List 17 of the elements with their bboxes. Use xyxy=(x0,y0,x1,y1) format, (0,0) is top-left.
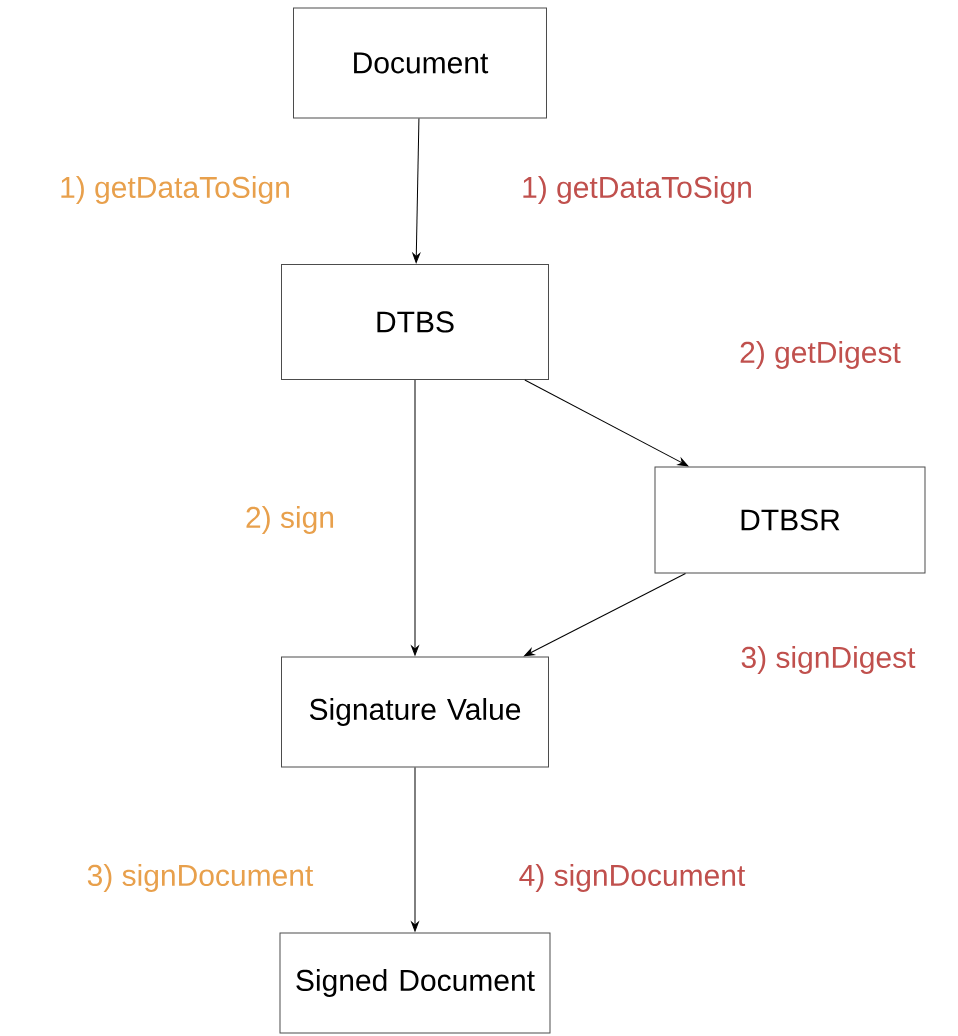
process-box: Signed Document xyxy=(279,932,551,1034)
step-label: 2) getDigest xyxy=(740,341,901,369)
step-label: 4) signDocument xyxy=(519,864,746,892)
arrow xyxy=(412,118,421,264)
process-box: Signature Value xyxy=(281,656,549,768)
arrow xyxy=(524,573,686,657)
step-label: 2) sign xyxy=(246,506,334,534)
process-box: DTBSR xyxy=(654,466,926,574)
step-label: 1) getDataToSign xyxy=(523,176,751,204)
arrow xyxy=(411,379,419,656)
arrow xyxy=(411,767,419,932)
step-label: 1) getDataToSign xyxy=(61,176,289,204)
step-label: 3) signDigest xyxy=(741,646,916,674)
process-box: DTBS xyxy=(281,264,549,380)
arrow xyxy=(524,379,689,467)
step-label: 3) signDocument xyxy=(87,864,314,892)
process-box: Document xyxy=(293,7,547,119)
